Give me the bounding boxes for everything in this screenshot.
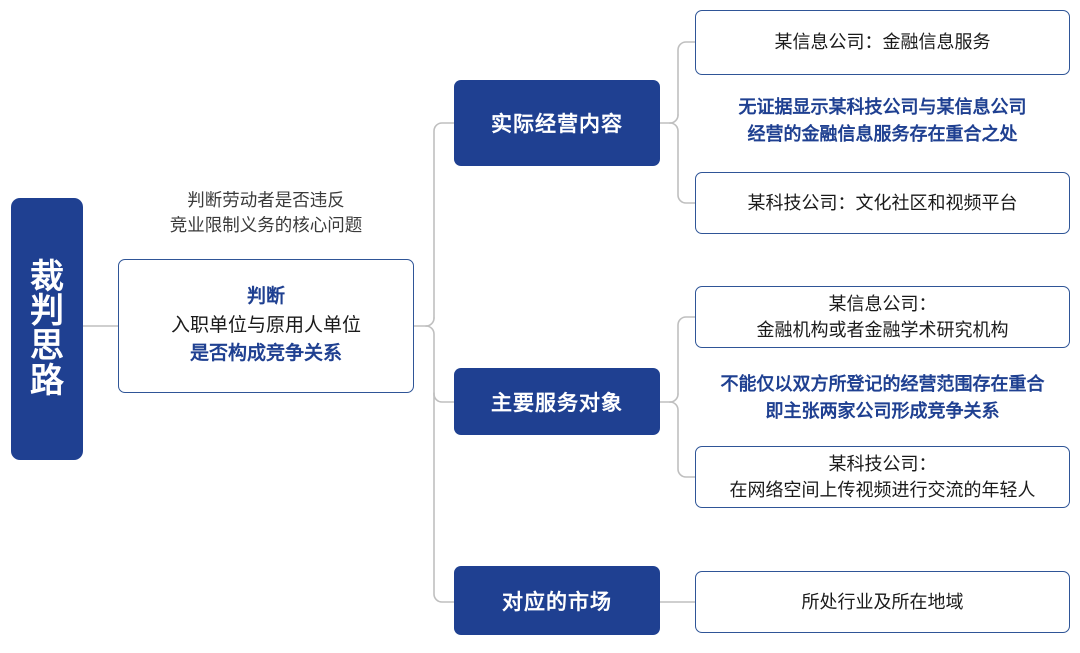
root-char-2: 思	[30, 327, 64, 365]
wire-cat0-leaf1	[669, 122, 696, 204]
leaf-line-0: 某信息公司：金融信息服务	[774, 32, 991, 53]
note-actual-business: 无证据显示某科技公司与某信息公司 经营的金融信息服务存在重合之处	[695, 85, 1070, 157]
wire-cat0-elbow	[669, 114, 679, 124]
note-line-1: 经营的金融信息服务存在重合之处	[747, 124, 1018, 144]
core-caption: 判断劳动者是否违反 竞业限制义务的核心问题	[118, 188, 414, 239]
root-char-1: 判	[30, 292, 64, 331]
note-line-0: 不能仅以双方所登记的经营范围存在重合	[720, 374, 1045, 394]
wire-cat1-elbow	[669, 393, 679, 403]
core-line-0: 判断	[246, 286, 285, 308]
branch-label-text: 主要服务对象	[491, 391, 623, 415]
leaf-line-0: 某科技公司：	[828, 453, 937, 474]
note-service-targets: 不能仅以双方所登记的经营范围存在重合 即主张两家公司形成竞争关系	[690, 362, 1075, 434]
leaf-line-0: 某科技公司：文化社区和视频平台	[747, 192, 1018, 213]
leaf-relevant-market-scope[interactable]: 所处行业及所在地域	[695, 571, 1070, 633]
branch-label-text: 对应的市场	[502, 590, 612, 614]
leaf-line-1: 金融机构或者金融学术研究机构	[756, 320, 1009, 340]
root-char-3: 路	[30, 361, 64, 400]
branch-label-actual-business[interactable]: 实际经营内容	[454, 80, 660, 166]
leaf-line-0: 某信息公司：	[828, 293, 937, 314]
leaf-service-targets-info-company[interactable]: 某信息公司： 金融机构或者金融学术研究机构	[695, 286, 1070, 348]
leaf-line-0: 所处行业及所在地域	[801, 591, 964, 612]
core-caption-line-1: 竞业限制义务的核心问题	[169, 215, 363, 236]
wire-trunk-to-cat-1	[433, 392, 455, 403]
branch-label-relevant-market[interactable]: 对应的市场	[454, 566, 660, 635]
note-line-1: 即主张两家公司形成竞争关系	[765, 401, 1000, 421]
wire-trunk-to-cat-2	[425, 325, 455, 603]
core-line-2: 是否构成竞争关系	[189, 343, 342, 365]
leaf-actual-business-info-company[interactable]: 某信息公司：金融信息服务	[695, 10, 1070, 75]
wire-trunk-top-elbow	[425, 317, 435, 327]
leaf-line-1: 在网络空间上传视频进行交流的年轻人	[729, 480, 1036, 500]
core-question-node[interactable]: 判断 入职单位与原用人单位 是否构成竞争关系	[118, 259, 414, 393]
wire-cat0-leaf0	[677, 41, 696, 116]
leaf-service-targets-tech-company[interactable]: 某科技公司： 在网络空间上传视频进行交流的年轻人	[695, 446, 1070, 508]
branch-label-main-service-targets[interactable]: 主要服务对象	[454, 368, 660, 435]
branch-label-text: 实际经营内容	[491, 113, 623, 136]
core-caption-line-0: 判断劳动者是否违反	[187, 190, 345, 210]
root-char-0: 裁	[30, 257, 64, 296]
core-line-1: 入职单位与原用人单位	[170, 314, 361, 336]
root-node[interactable]: 裁 判 思 路	[11, 198, 83, 460]
wire-trunk-to-cat-0	[433, 122, 455, 319]
leaf-actual-business-tech-company[interactable]: 某科技公司：文化社区和视频平台	[695, 172, 1070, 234]
note-line-0: 无证据显示某科技公司与某信息公司	[738, 97, 1027, 117]
